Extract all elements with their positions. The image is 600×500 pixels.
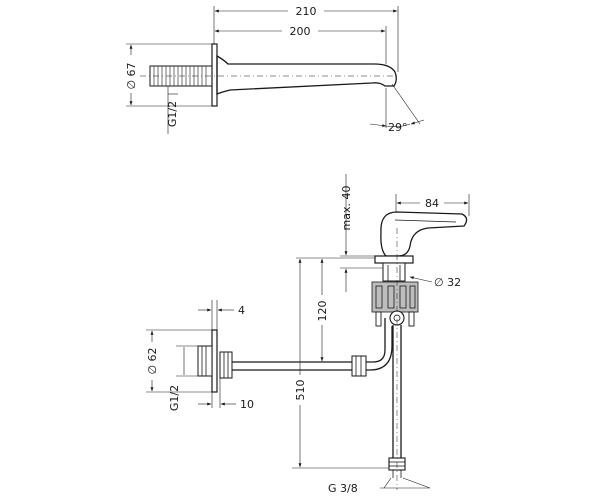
dim-line-g38 bbox=[402, 477, 431, 489]
outlet-pipe bbox=[232, 318, 393, 371]
dim-label-max40: max. 40 bbox=[340, 186, 353, 231]
dim-label-120: 120 bbox=[316, 301, 329, 322]
supply-hose bbox=[392, 325, 402, 458]
dim-label-32: ∅ 32 bbox=[434, 276, 461, 289]
valve-block bbox=[371, 281, 419, 313]
pipe-coupling bbox=[351, 355, 367, 377]
mounting-bolt-left bbox=[375, 311, 382, 327]
mixer-neck bbox=[382, 262, 406, 282]
dim-label-4: 4 bbox=[238, 304, 245, 317]
spout-body bbox=[216, 54, 397, 95]
mixer-lever-handle bbox=[380, 211, 468, 257]
dim-label-200: 200 bbox=[290, 25, 311, 38]
dim-label-g38: G 3/8 bbox=[328, 482, 358, 495]
top-dimensions: 210 200 ∅ 67 G1/2 29° bbox=[124, 4, 425, 134]
dim-label-62: ∅ 62 bbox=[146, 347, 159, 374]
dim-label-angle: 29° bbox=[388, 121, 408, 134]
dim-label-210: 210 bbox=[296, 5, 317, 18]
dim-label-thread-top: G1/2 bbox=[166, 101, 179, 127]
lever-detail-line bbox=[394, 219, 457, 223]
dim-label-510: 510 bbox=[294, 380, 307, 401]
dim-label-flange-diameter: ∅ 67 bbox=[125, 62, 138, 89]
spout-top-view bbox=[140, 43, 400, 107]
dim-label-thread-left: G1/2 bbox=[168, 385, 181, 411]
dim-label-84: 84 bbox=[425, 197, 439, 210]
wall-rosette bbox=[211, 329, 218, 393]
bottom-dimensions: 84 max. 40 ∅ 32 120 510 G 3/8 4 bbox=[145, 174, 470, 495]
pipe-nut-left bbox=[219, 351, 233, 379]
spout-wall-flange bbox=[211, 43, 218, 107]
dim-label-10: 10 bbox=[240, 398, 254, 411]
mixer-assembly bbox=[197, 211, 468, 490]
dim-leader-32 bbox=[409, 276, 433, 283]
wall-nipple bbox=[197, 345, 213, 377]
mounting-bolt-right bbox=[408, 311, 415, 327]
mixer-rosette bbox=[374, 255, 414, 264]
